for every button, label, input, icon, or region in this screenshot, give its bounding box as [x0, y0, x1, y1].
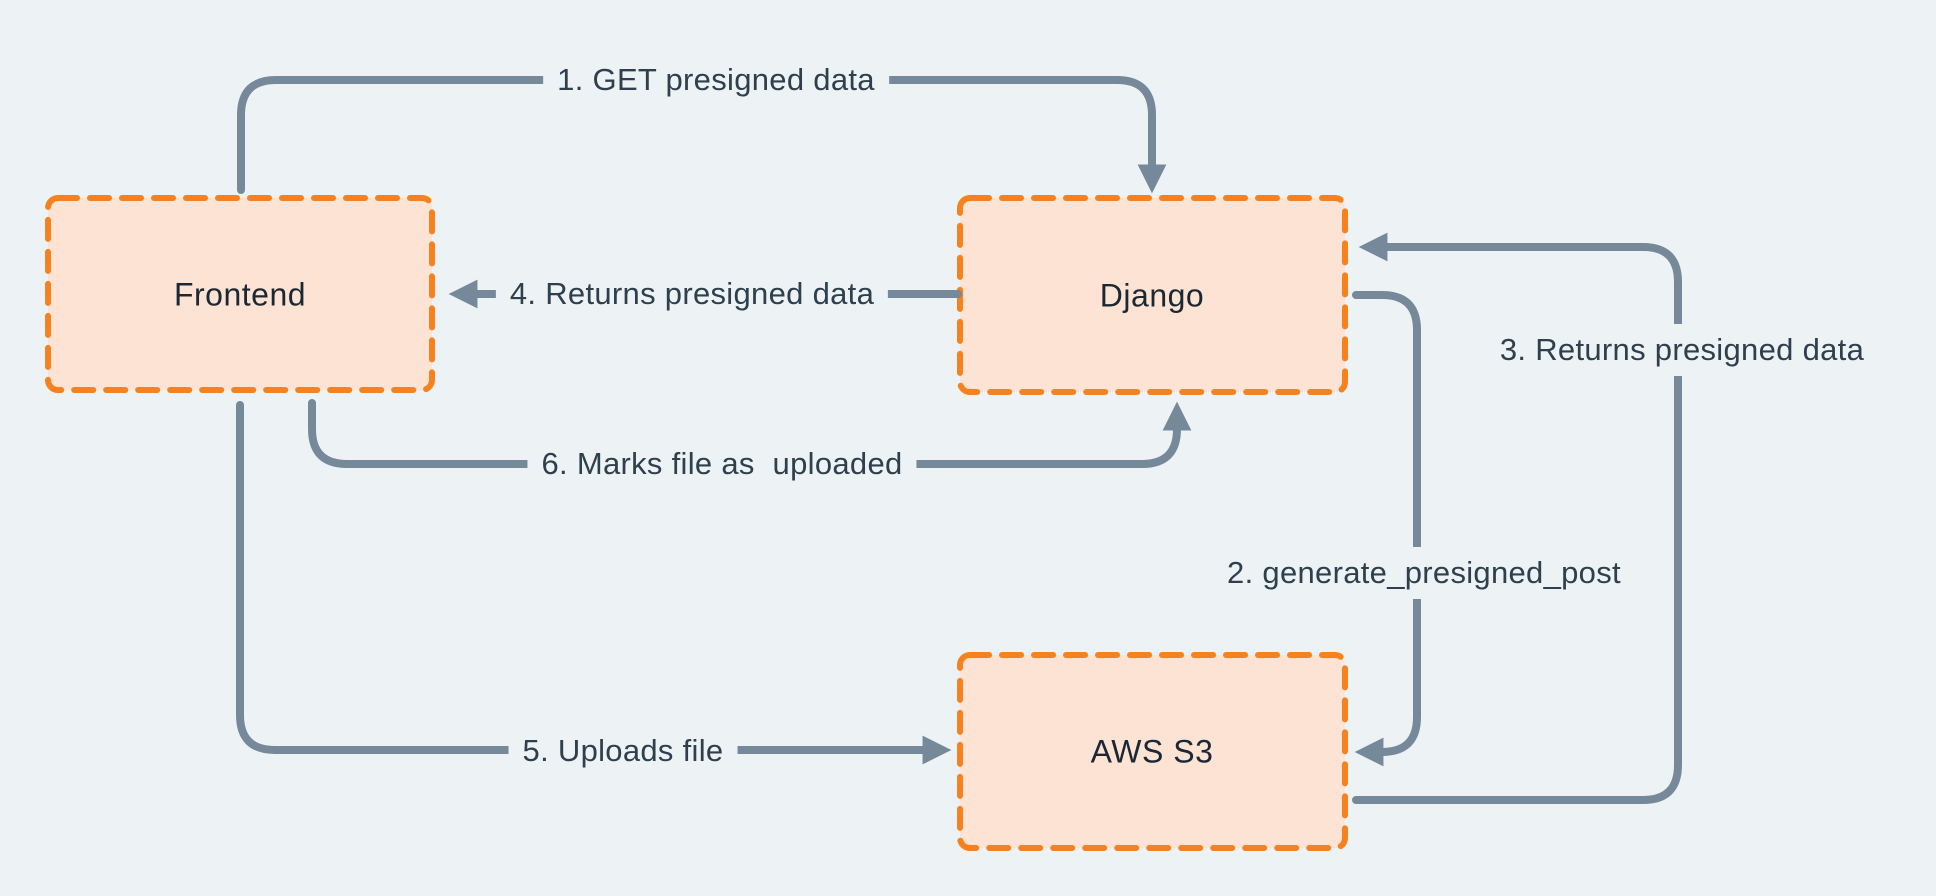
- edge-3-path: [1352, 232, 1682, 804]
- edge-2-path: [1352, 291, 1421, 767]
- edge-label-5: 5. Uploads file: [508, 725, 738, 777]
- node-frontend-box: [45, 195, 435, 393]
- node-frontend-label: Frontend: [173, 276, 307, 313]
- node-boxes: [45, 195, 1348, 851]
- edge-6-path: [308, 399, 1192, 468]
- edge-label-1: 1. GET presigned data: [543, 54, 889, 106]
- node-aws-s3-label: AWS S3: [1090, 733, 1214, 770]
- edge-5-path: [236, 401, 952, 765]
- edge-label-4: 4. Returns presigned data: [495, 268, 889, 320]
- node-aws-s3-box: [957, 652, 1348, 851]
- edge-label-2: 2. generate_presigned_post: [1213, 547, 1635, 599]
- edge-label-3: 3. Returns presigned data: [1485, 324, 1879, 376]
- node-django-label: Django: [1099, 277, 1205, 314]
- edge-label-6: 6. Marks file as uploaded: [527, 438, 917, 490]
